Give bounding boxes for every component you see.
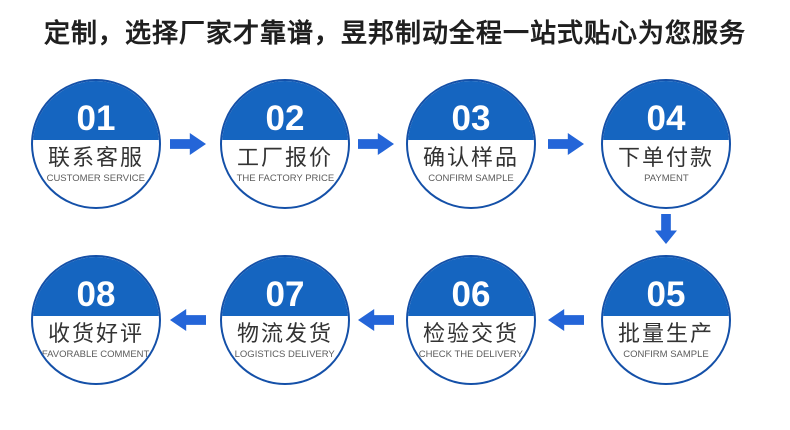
step-circle-01: 01 联系客服 CUSTOMER SERVICE: [31, 79, 161, 209]
step-08-number-area: 08: [33, 257, 159, 316]
step-03-label-area: 确认样品 CONFIRM SAMPLE: [408, 140, 534, 184]
step-01-label-area: 联系客服 CUSTOMER SERVICE: [33, 140, 159, 184]
step-08-label-cn: 收货好评: [47, 321, 144, 346]
step-06-number-area: 06: [408, 257, 534, 316]
step-05-number-area: 05: [603, 257, 729, 316]
step-circle-03: 03 确认样品 CONFIRM SAMPLE: [406, 79, 536, 209]
step-06-label-en: CHECK THE DELIVERY: [418, 349, 524, 361]
step-06-number: 06: [451, 275, 491, 314]
step-05-number: 05: [646, 275, 686, 314]
step-02-label-area: 工厂报价 THE FACTORY PRICE: [222, 140, 348, 184]
step-07-label-en: LOGISTICS DELIVERY: [234, 349, 336, 361]
step-04-label-cn: 下单付款: [617, 145, 714, 170]
step-06-label-area: 检验交货 CHECK THE DELIVERY: [408, 316, 534, 360]
step-07-number: 07: [265, 275, 305, 314]
step-07-label-area: 物流发货 LOGISTICS DELIVERY: [222, 316, 348, 360]
arrow-step2-to-step3-icon: [358, 133, 394, 155]
step-08-number: 08: [76, 275, 116, 314]
arrow-step4-to-step5-icon: [655, 214, 677, 244]
step-03-number: 03: [451, 99, 491, 138]
step-05-label-area: 批量生产 CONFIRM SAMPLE: [603, 316, 729, 360]
arrow-step7-to-step8-icon: [170, 309, 206, 331]
step-08-label-area: 收货好评 FAVORABLE COMMENT: [33, 316, 159, 360]
page-title: 定制，选择厂家才靠谱，昱邦制动全程一站式贴心为您服务: [43, 18, 746, 48]
step-03-label-en: CONFIRM SAMPLE: [428, 173, 514, 185]
step-02-label-cn: 工厂报价: [236, 145, 333, 170]
arrow-step5-to-step6-icon: [548, 309, 584, 331]
step-05-label-en: CONFIRM SAMPLE: [623, 349, 709, 361]
step-circle-02: 02 工厂报价 THE FACTORY PRICE: [220, 79, 350, 209]
step-circle-07: 07 物流发货 LOGISTICS DELIVERY: [220, 255, 350, 385]
step-04-number: 04: [646, 99, 686, 138]
step-circle-08: 08 收货好评 FAVORABLE COMMENT: [31, 255, 161, 385]
step-01-number: 01: [76, 99, 116, 138]
step-06-label-cn: 检验交货: [422, 321, 519, 346]
arrow-step3-to-step4-icon: [548, 133, 584, 155]
step-02-label-en: THE FACTORY PRICE: [236, 173, 334, 185]
arrow-step6-to-step7-icon: [358, 309, 394, 331]
step-circle-05: 05 批量生产 CONFIRM SAMPLE: [601, 255, 731, 385]
step-07-label-cn: 物流发货: [236, 321, 333, 346]
step-05-label-cn: 批量生产: [617, 321, 714, 346]
step-07-number-area: 07: [222, 257, 348, 316]
step-04-label-en: PAYMENT: [643, 173, 689, 185]
step-circle-06: 06 检验交货 CHECK THE DELIVERY: [406, 255, 536, 385]
step-04-label-area: 下单付款 PAYMENT: [603, 140, 729, 184]
step-01-label-en: CUSTOMER SERVICE: [46, 173, 146, 185]
step-04-number-area: 04: [603, 81, 729, 140]
step-02-number: 02: [265, 99, 305, 138]
step-circle-04: 04 下单付款 PAYMENT: [601, 79, 731, 209]
arrow-step1-to-step2-icon: [170, 133, 206, 155]
step-02-number-area: 02: [222, 81, 348, 140]
step-03-label-cn: 确认样品: [422, 145, 519, 170]
step-08-label-en: FAVORABLE COMMENT: [42, 349, 150, 361]
step-01-label-cn: 联系客服: [47, 145, 144, 170]
step-03-number-area: 03: [408, 81, 534, 140]
step-01-number-area: 01: [33, 81, 159, 140]
